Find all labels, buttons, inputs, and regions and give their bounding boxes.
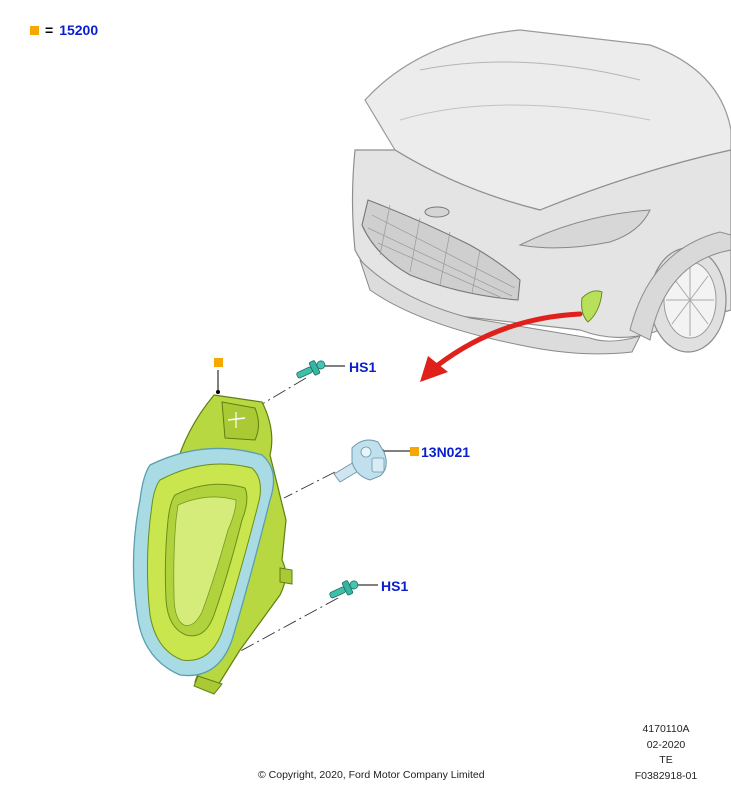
figure-id: F0382918-01: [634, 769, 698, 782]
legend-marker: [30, 25, 39, 35]
illustration-code: 4170110A: [642, 723, 690, 735]
region-code: TE: [659, 754, 673, 766]
copyright-text: © Copyright, 2020, Ford Motor Company Li…: [258, 769, 485, 781]
legend: = 15200: [30, 22, 98, 38]
callout-bulb: 13N021: [421, 444, 471, 460]
bulb-13n021: [333, 439, 387, 483]
figure-metadata: 4170110A 02-2020 TE F0382918-01: [621, 722, 711, 784]
location-arrow: [420, 311, 583, 382]
vehicle-front-illustration: [351, 29, 731, 355]
figure-date: 02-2020: [646, 738, 686, 751]
callout-lower-clip: HS1: [381, 578, 409, 594]
part-marker-15200: [214, 358, 223, 367]
lower-clip-fastener: [329, 580, 359, 599]
fog-lamp-assembly: [132, 394, 293, 695]
part-marker-13n021: [410, 447, 419, 456]
upper-clip-fastener: [296, 360, 326, 379]
callout-upper-clip: HS1: [349, 359, 377, 375]
legend-equals: =: [45, 22, 54, 38]
legend-value: 15200: [59, 22, 99, 38]
